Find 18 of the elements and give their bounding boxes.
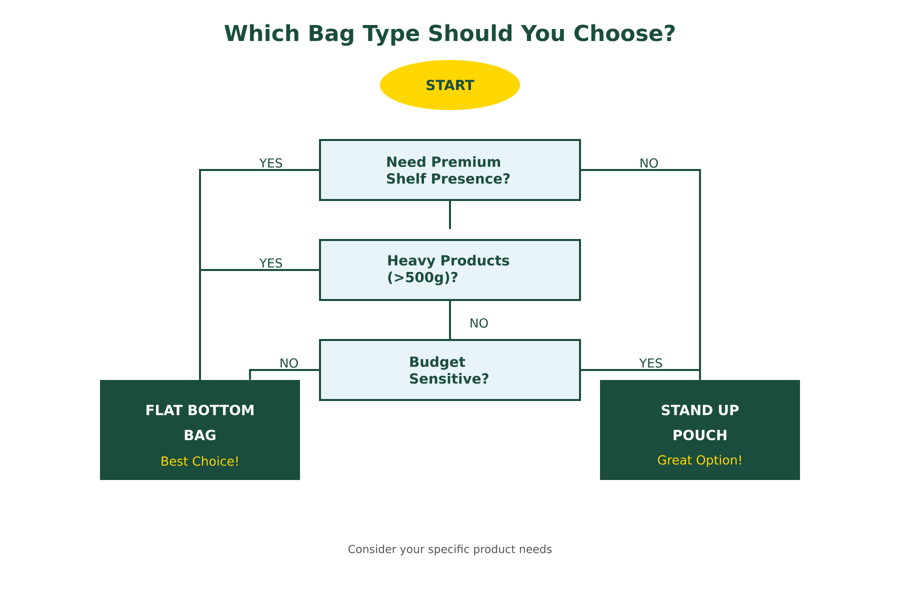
connector-line: [449, 201, 451, 229]
edge-label: NO: [468, 317, 490, 329]
footer-note: Consider your specific product needs: [348, 544, 552, 556]
edge-label: YES: [638, 357, 664, 369]
connector-line: [249, 369, 319, 380]
edge-label: NO: [638, 157, 660, 169]
edge-label: YES: [258, 157, 284, 169]
connector-line: [199, 269, 319, 380]
connector-line: [581, 369, 701, 380]
decision-box: Need Premium Shelf Presence?: [319, 139, 581, 201]
title: Which Bag Type Should You Choose?: [224, 24, 675, 46]
result-box: STAND UP POUCH Great Option!: [600, 380, 800, 480]
result-box: FLAT BOTTOM BAG Best Choice!: [100, 380, 300, 480]
decision-box: Heavy Products (>500g)?: [319, 239, 581, 301]
edge-label: NO: [278, 357, 300, 369]
edge-label: YES: [258, 257, 284, 269]
decision-box: Budget Sensitive?: [319, 339, 581, 401]
connector-line: [449, 301, 451, 339]
